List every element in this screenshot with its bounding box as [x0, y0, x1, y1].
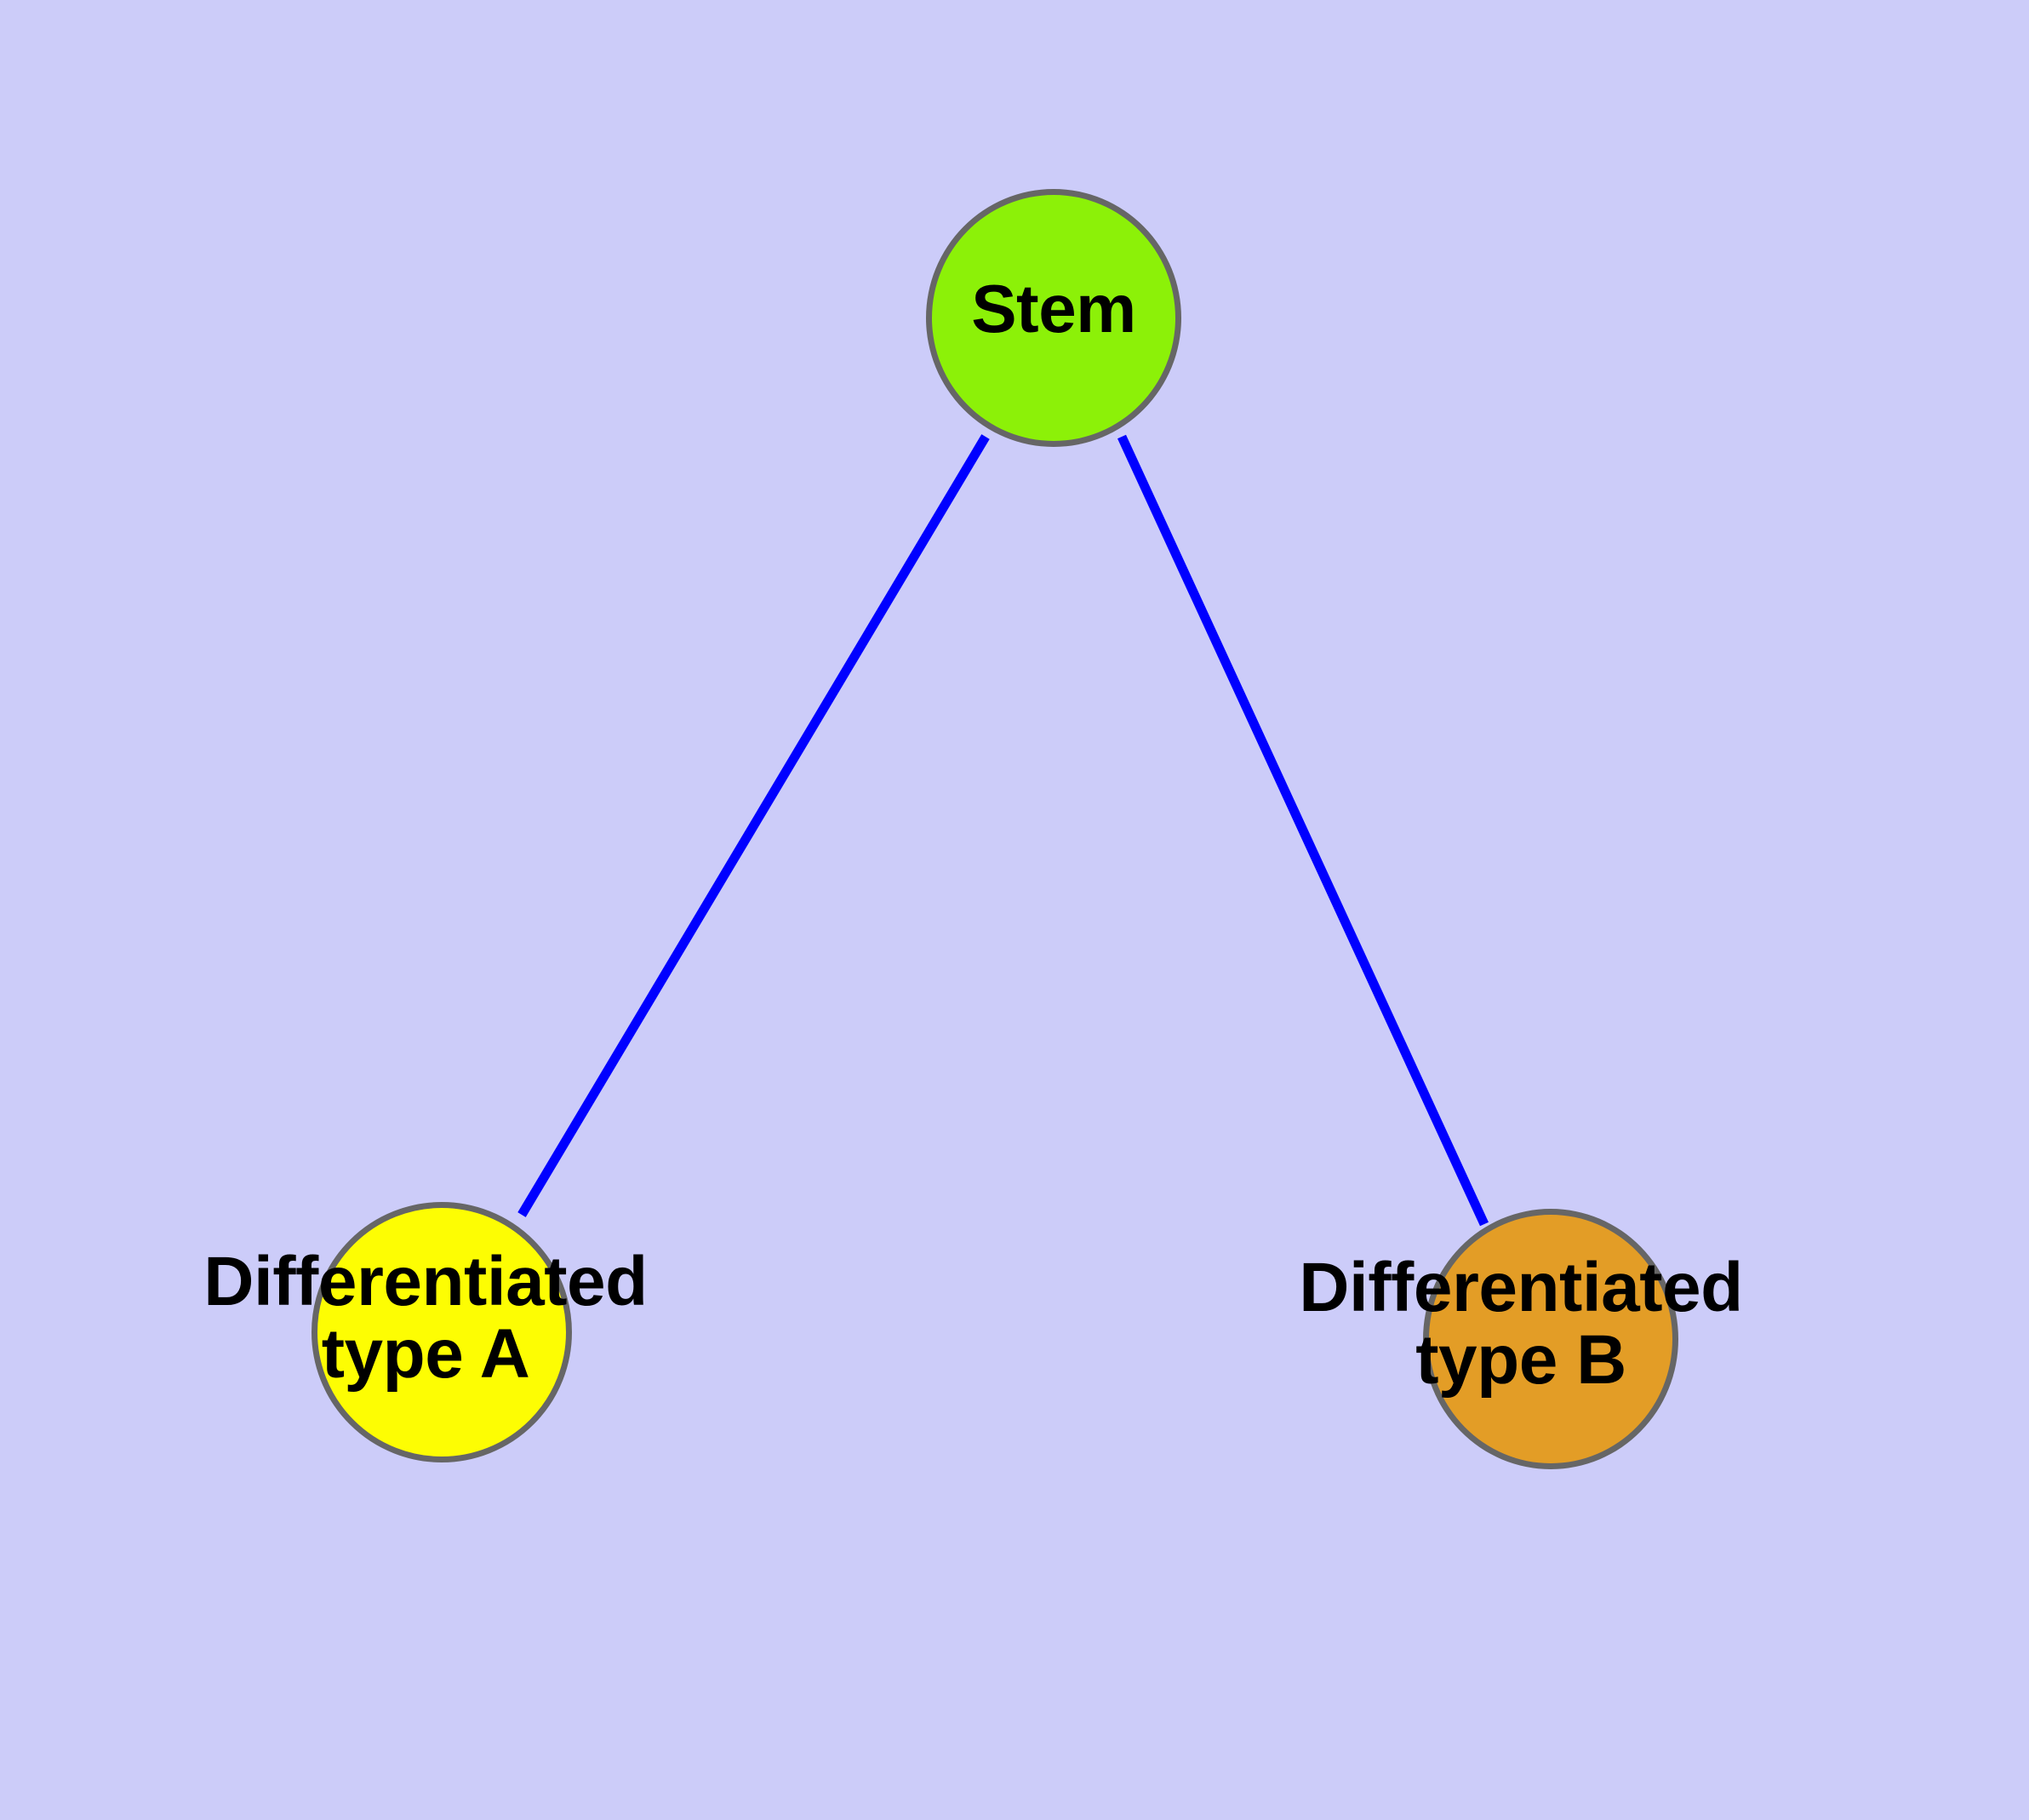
edge-stem-to-differentiated-type-b[interactable] [1117, 434, 1489, 1227]
node-stem[interactable] [926, 189, 1181, 447]
edge-stem-to-differentiated-type-a[interactable] [517, 434, 990, 1217]
node-differentiated-type-b[interactable] [1423, 1209, 1678, 1469]
node-differentiated-type-a[interactable] [311, 1202, 572, 1462]
